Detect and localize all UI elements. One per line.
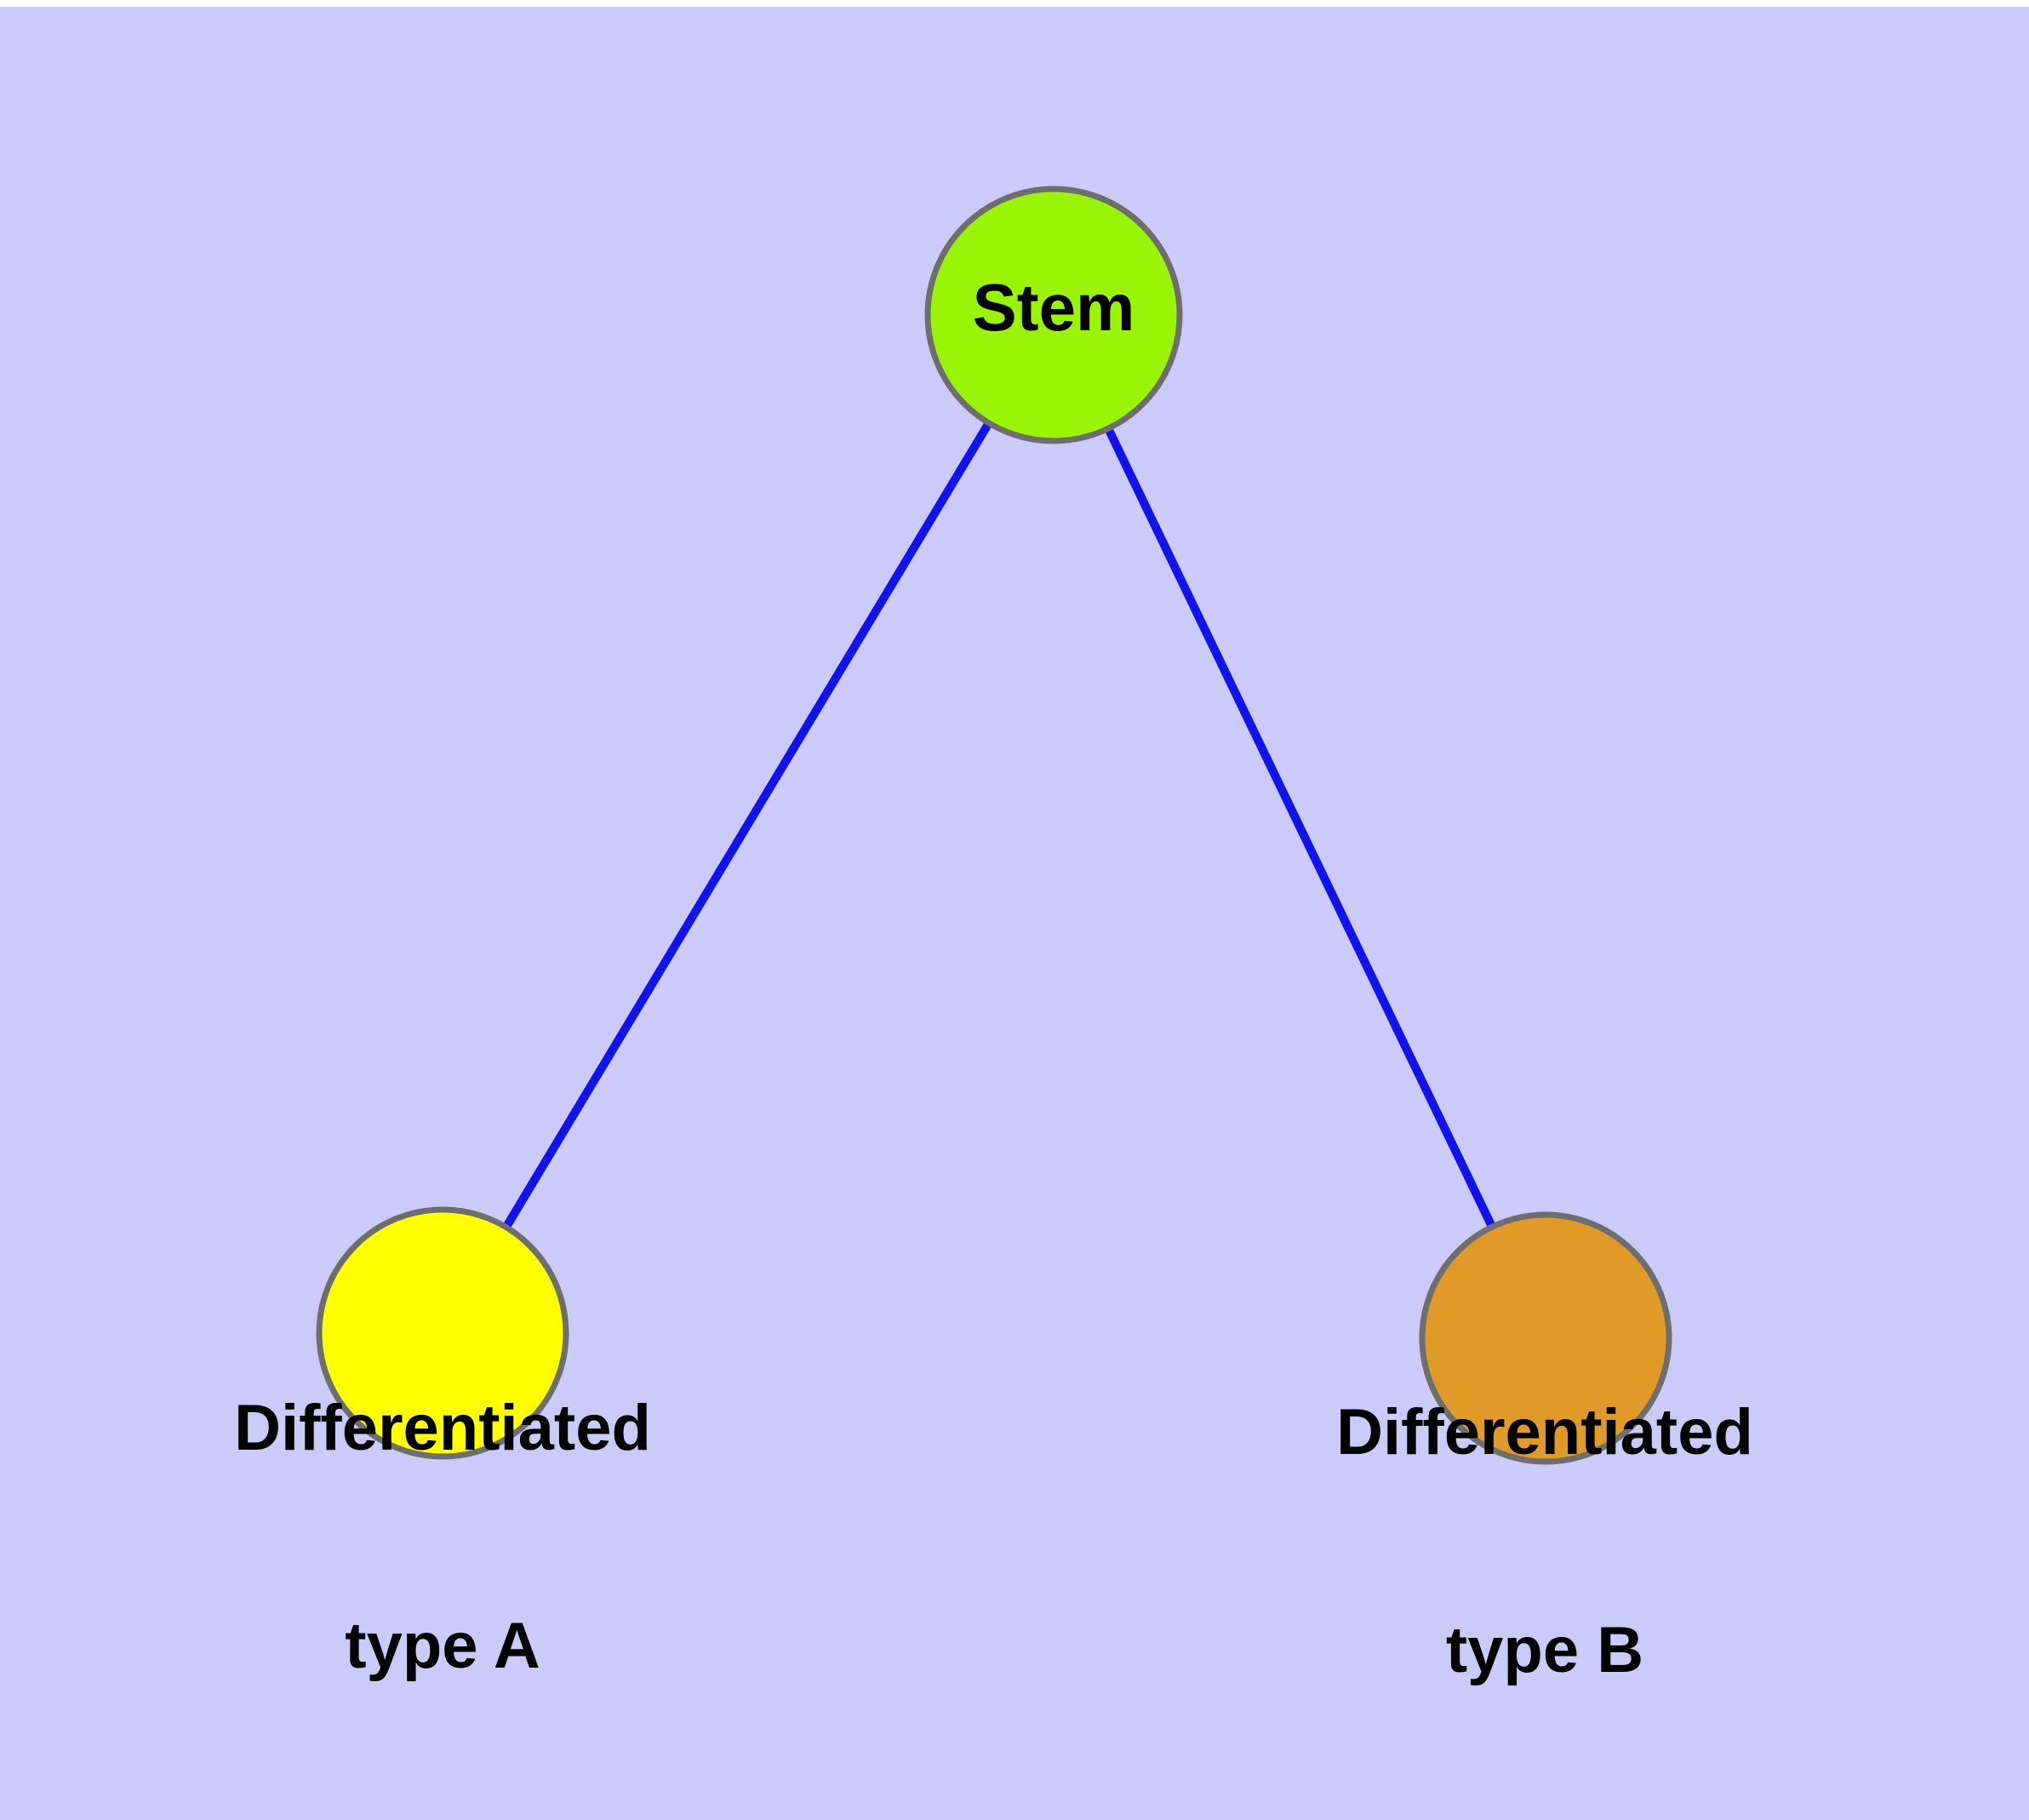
edge-stem-to-type-a xyxy=(438,312,1058,1336)
edge-layer xyxy=(438,312,1550,1341)
node-differentiated-type-b[interactable] xyxy=(1419,1211,1672,1465)
node-stem[interactable] xyxy=(924,186,1183,444)
edge-stem-to-type-b xyxy=(1049,312,1550,1341)
node-differentiated-type-a[interactable] xyxy=(316,1206,569,1460)
node-layer xyxy=(316,186,1672,1465)
